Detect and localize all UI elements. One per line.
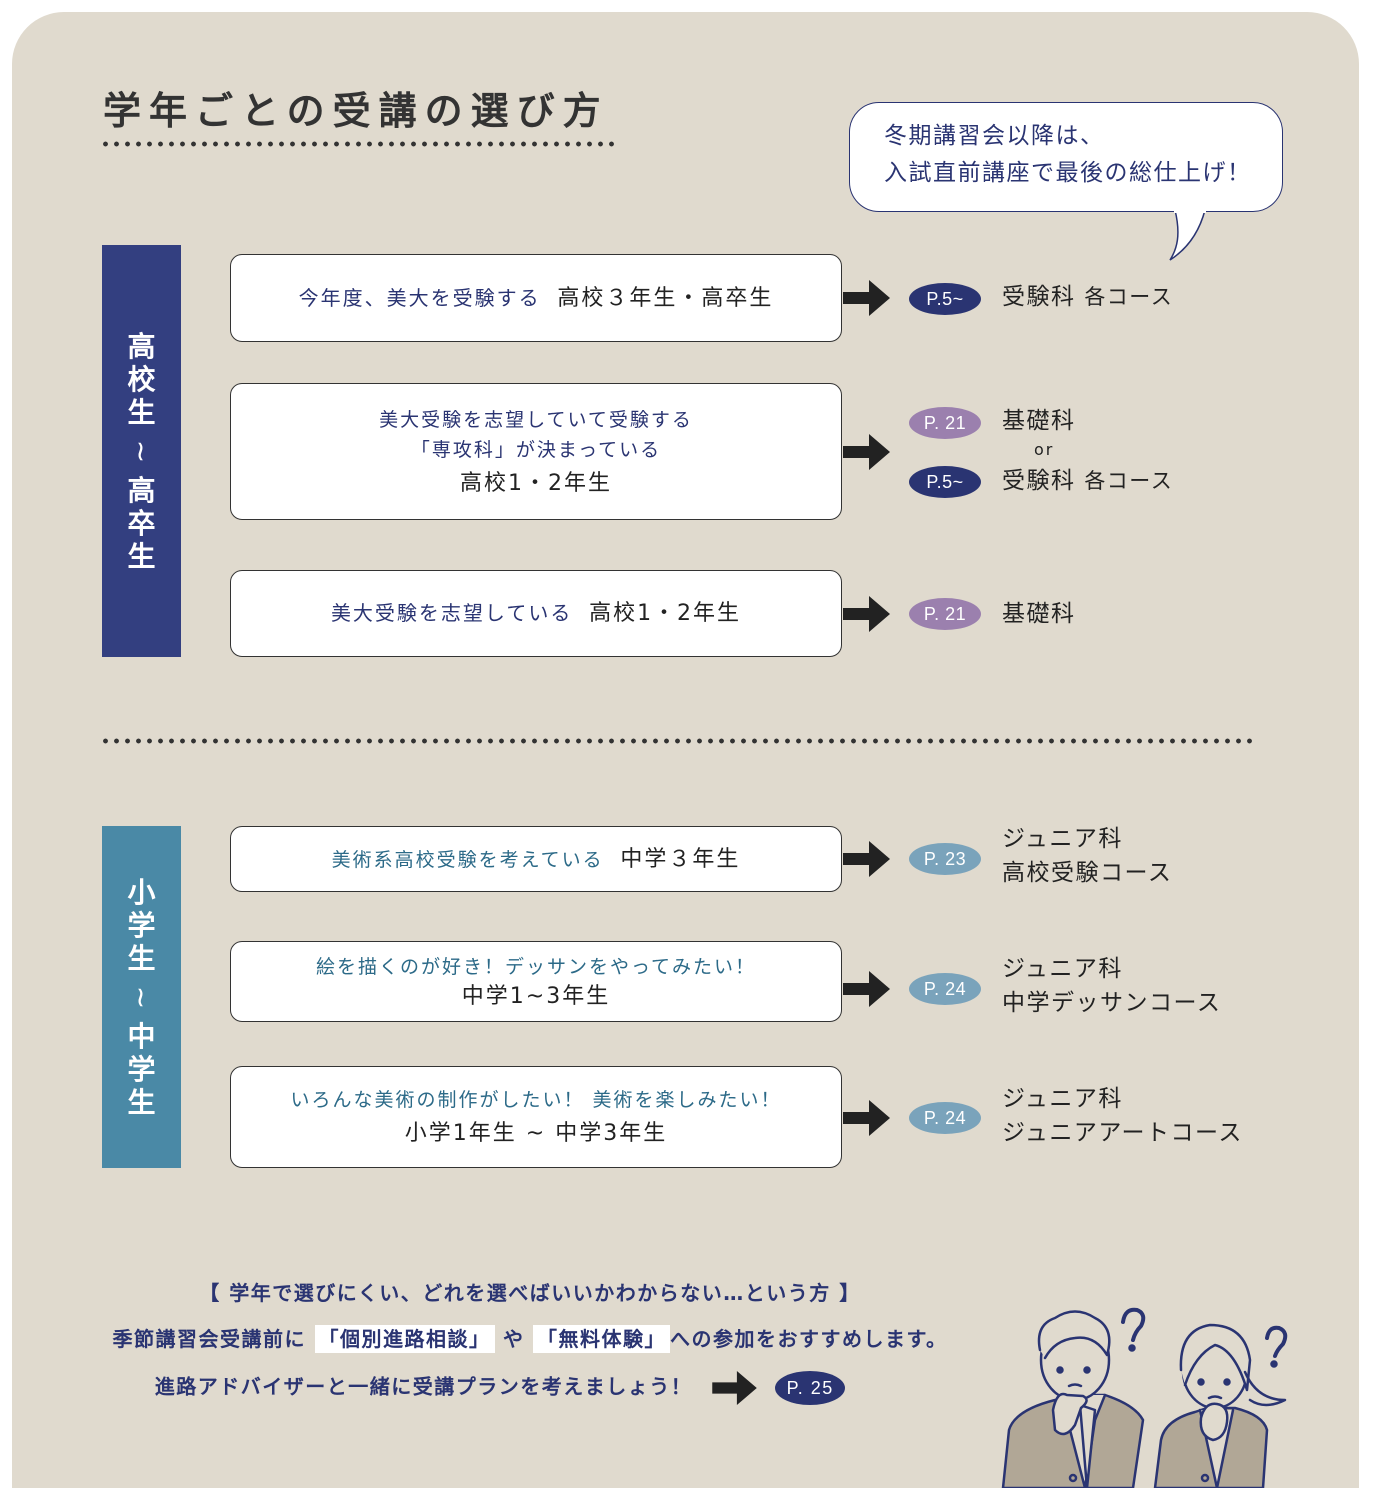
footer-line-1: 【 学年で選びにくい、どれを選べばいいかわからない…という方 】 bbox=[199, 1281, 861, 1305]
category-char: 卒 bbox=[127, 506, 156, 540]
condition-desc-1: 美大受験を志望していて受験する bbox=[379, 408, 693, 431]
course-name: 基礎科 bbox=[1002, 408, 1076, 434]
footer-line-3: 進路アドバイザーと一緒に受講プランを考えましょう！ bbox=[154, 1374, 693, 1399]
category-char: 学 bbox=[127, 1052, 156, 1086]
course-sub: 各コース bbox=[1084, 469, 1174, 493]
result-course: 受験科 各コース bbox=[1002, 464, 1173, 498]
condition-grade: 高校３年生・高卒生 bbox=[557, 285, 774, 311]
condition-box-hs3: 今年度、美大を受験する 高校３年生・高卒生 bbox=[230, 254, 842, 342]
footer-advisor: 進路アドバイザーと一緒に受講プランを考えましょう！ P. 25 bbox=[50, 1370, 950, 1406]
condition-box-hs12: 美大受験を志望している 高校1・2年生 bbox=[230, 570, 842, 657]
page-pill[interactable]: P. 21 bbox=[909, 598, 981, 630]
result-course: ジュニア科 中学デッサンコース bbox=[1002, 952, 1221, 1020]
arrow-right-icon bbox=[843, 596, 890, 632]
course-name: 受験科 bbox=[1002, 468, 1076, 494]
category-char: 小 bbox=[127, 875, 156, 909]
course-name: ジュニア科 bbox=[1002, 956, 1123, 982]
condition-desc: 絵を描くのが好き！デッサンをやってみたい！ bbox=[315, 955, 757, 978]
footer-heading: 【 学年で選びにくい、どれを選べばいいかわからない…という方 】 bbox=[0, 1277, 1060, 1306]
result-course: 受験科 各コース bbox=[1002, 280, 1173, 314]
condition-line: 今年度、美大を受験する 高校３年生・高卒生 bbox=[299, 283, 774, 314]
page-pill[interactable]: P. 24 bbox=[909, 1102, 981, 1134]
arrow-right-icon bbox=[843, 971, 890, 1007]
course-name: ジュニア科 bbox=[1002, 1086, 1123, 1112]
course-name: 基礎科 bbox=[1002, 601, 1076, 627]
course-sub: ジュニアアートコース bbox=[1002, 1120, 1243, 1146]
speech-bubble-tail bbox=[1169, 205, 1206, 261]
result-course: 基礎科 bbox=[1002, 404, 1076, 438]
free-trial-link[interactable]: 「無料体験」 bbox=[532, 1325, 670, 1353]
thinking-students-illustration bbox=[1001, 1307, 1288, 1488]
arrow-right-icon bbox=[843, 1100, 890, 1136]
course-sub: 各コース bbox=[1084, 285, 1174, 309]
course-sub: 中学デッサンコース bbox=[1002, 990, 1222, 1016]
or-connector: or bbox=[1034, 440, 1055, 459]
speech-bubble-text: 冬期講習会以降は、 入試直前講座で最後の総仕上げ！ bbox=[884, 118, 1252, 192]
condition-desc-2: 「専攻科」が決まっている bbox=[410, 438, 662, 461]
category-char: 生 bbox=[127, 395, 156, 429]
footer-line-2-pre: 季節講習会受講前に bbox=[112, 1327, 307, 1351]
condition-grade: 高校1・2年生 bbox=[589, 601, 742, 626]
course-name: ジュニア科 bbox=[1002, 826, 1123, 852]
page-title: 学年ごとの受講の選び方 bbox=[103, 89, 609, 133]
page-pill[interactable]: P.5~ bbox=[909, 283, 981, 315]
course-name: 受験科 bbox=[1002, 284, 1076, 310]
title-underline bbox=[100, 141, 616, 147]
category-char: 生 bbox=[127, 1085, 156, 1119]
page-pill[interactable]: P. 23 bbox=[909, 843, 981, 875]
category-char: 生 bbox=[127, 941, 156, 975]
speech-bubble bbox=[849, 102, 1283, 212]
condition-line: 美大受験を志望している 高校1・2年生 bbox=[331, 598, 741, 629]
condition-box-jh3: 美術系高校受験を考えている 中学３年生 bbox=[230, 826, 842, 892]
condition-box-jh13: 絵を描くのが好き！デッサンをやってみたい！ 中学1~3年生 bbox=[230, 941, 842, 1022]
condition-box-el1-jh3: いろんな美術の制作がしたい！ 美術を楽しみたい！ 小学1年生 ~ 中学3年生 bbox=[230, 1066, 842, 1168]
result-course: 基礎科 bbox=[1002, 597, 1076, 631]
condition-desc: 今年度、美大を受験する bbox=[298, 285, 541, 310]
page-pill[interactable]: P. 21 bbox=[909, 407, 981, 439]
condition-desc: いろんな美術の制作がしたい！ 美術を楽しみたい！ bbox=[290, 1089, 782, 1111]
category-high-school: 高 校 生 ~ 高 卒 生 bbox=[102, 245, 181, 657]
condition-grade: 小学1年生 ~ 中学3年生 bbox=[404, 1121, 668, 1146]
footer-line-2-post: への参加をおすすめします。 bbox=[669, 1327, 948, 1351]
category-char: 生 bbox=[127, 539, 156, 573]
category-char: 学 bbox=[127, 908, 156, 942]
category-char: 高 bbox=[127, 329, 156, 363]
course-sub: 高校受験コース bbox=[1002, 860, 1173, 886]
arrow-right-icon bbox=[712, 1370, 757, 1406]
bubble-line-1: 冬期講習会以降は、 bbox=[884, 123, 1105, 149]
category-char: 高 bbox=[127, 473, 156, 507]
arrow-right-icon bbox=[843, 434, 890, 470]
category-char: 中 bbox=[127, 1019, 156, 1053]
condition-grade: 中学３年生 bbox=[620, 846, 741, 872]
condition-line: 美術系高校受験を考えている 中学３年生 bbox=[332, 844, 741, 875]
footer-line-2-mid: や bbox=[502, 1327, 525, 1351]
bubble-line-2: 入試直前講座で最後の総仕上げ！ bbox=[884, 160, 1252, 186]
condition-grade: 中学1~3年生 bbox=[461, 983, 611, 1009]
condition-grade: 高校1・2年生 bbox=[460, 470, 612, 496]
category-elementary-junior: 小 学 生 ~ 中 学 生 bbox=[102, 826, 181, 1168]
condition-box-hs12-major: 美大受験を志望していて受験する 「専攻科」が決まっている 高校1・2年生 bbox=[230, 383, 842, 520]
category-char: 校 bbox=[127, 362, 156, 396]
condition-desc: 美大受験を志望している bbox=[330, 601, 573, 625]
footer-recommendation: 季節講習会受講前に 「個別進路相談」 や 「無料体験」への参加をおすすめします。 bbox=[0, 1323, 1060, 1353]
page-pill[interactable]: P.5~ bbox=[909, 466, 981, 498]
page-pill[interactable]: P. 24 bbox=[909, 973, 981, 1005]
section-divider bbox=[100, 738, 1258, 744]
category-tilde: ~ bbox=[125, 985, 158, 1009]
page-pill[interactable]: P. 25 bbox=[775, 1371, 846, 1405]
result-course: ジュニア科 高校受験コース bbox=[1002, 822, 1172, 890]
condition-desc: 美術系高校受験を考えている bbox=[331, 848, 604, 871]
individual-consultation-link[interactable]: 「個別進路相談」 bbox=[314, 1325, 495, 1353]
category-tilde: ~ bbox=[125, 439, 158, 463]
arrow-right-icon bbox=[843, 280, 890, 316]
arrow-right-icon bbox=[843, 841, 890, 877]
background-panel bbox=[12, 12, 1359, 1488]
result-course: ジュニア科 ジュニアアートコース bbox=[1002, 1082, 1243, 1150]
